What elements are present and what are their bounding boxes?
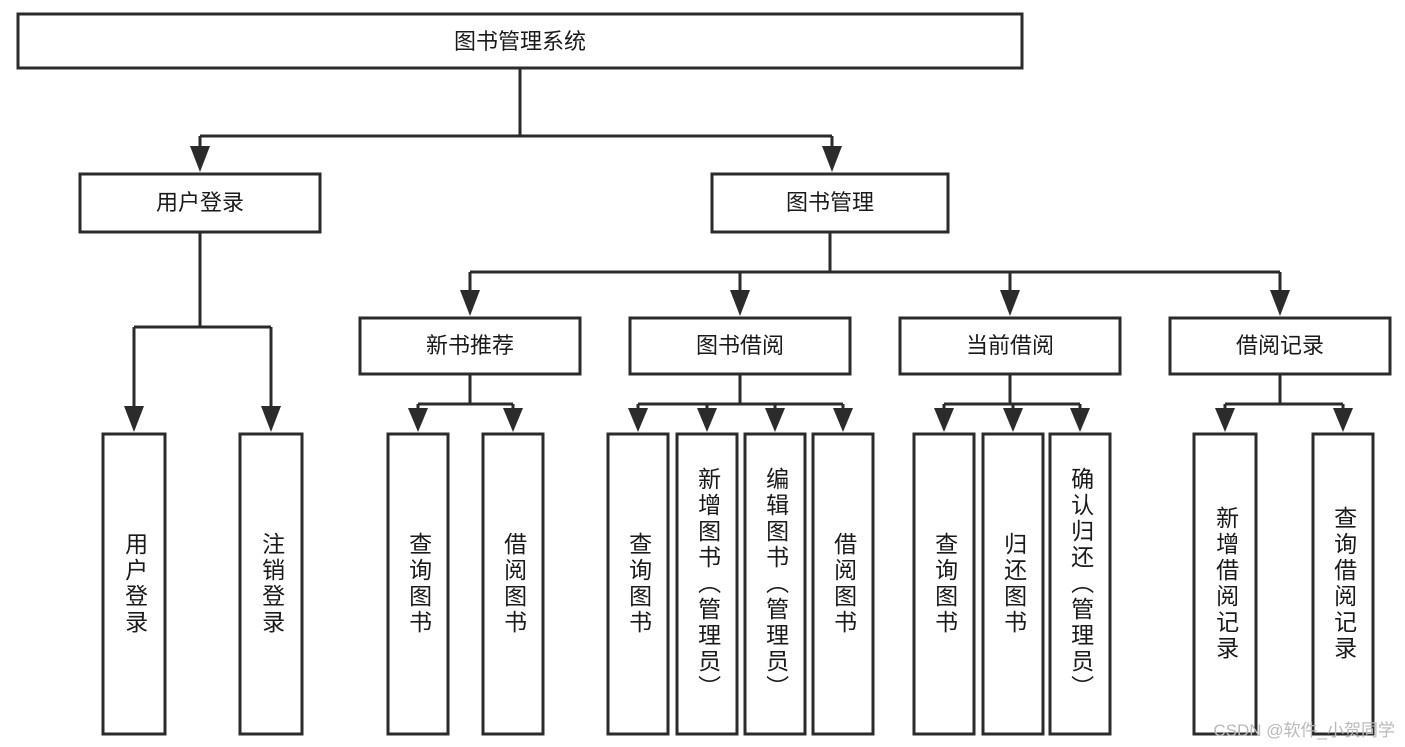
arrowhead-book-borrow [730, 290, 750, 316]
arrowhead-current-borrow [1000, 290, 1020, 316]
arrowhead-leaf-user-login [124, 406, 144, 432]
connector-group-new-book-recommend [408, 374, 523, 432]
arrowhead-leaf-query-record [1333, 408, 1353, 432]
current-borrow-rect[interactable] [898, 316, 1122, 376]
root-node-label: 图书管理系统 [454, 29, 586, 54]
leaf-rect-borrow-book-1[interactable] [481, 432, 545, 736]
connector-group-book-borrow [628, 374, 853, 432]
book-manage-rect[interactable] [710, 172, 950, 234]
book-borrow-label: 图书借阅 [696, 333, 784, 358]
leaf-rect-edit-book[interactable] [743, 432, 807, 736]
leaf-rect-group [101, 432, 1375, 736]
borrow-record-rect[interactable] [1168, 316, 1392, 376]
leaf-rect-query-book-3[interactable] [912, 432, 976, 736]
leaf-rect-logout[interactable] [238, 432, 304, 736]
leaf-rect-confirm-return[interactable] [1048, 432, 1112, 736]
connector-group-current-borrow [934, 374, 1090, 432]
arrowhead-leaf-return-book [1003, 408, 1023, 432]
user-login-label: 用户登录 [156, 190, 244, 215]
user-login-rect[interactable] [78, 172, 322, 234]
arrowhead-leaf-add-record [1215, 408, 1235, 432]
arrowhead-leaf-query-book-2 [628, 408, 648, 432]
connector-group-borrow-record [1215, 374, 1353, 432]
leaf-rect-query-book-1[interactable] [386, 432, 450, 736]
arrowhead-leaf-add-book [697, 408, 717, 432]
node-user-login[interactable]: 用户登录 [78, 172, 322, 234]
arrowhead-leaf-query-book-1 [408, 408, 428, 432]
arrowhead-new-book-recommend [460, 290, 480, 316]
node-new-book-recommend[interactable]: 新书推荐 [358, 316, 582, 376]
connector-group-book-manage [460, 232, 1290, 316]
arrowhead-leaf-borrow-book-2 [833, 408, 853, 432]
arrowhead-borrow-record [1270, 290, 1290, 316]
leaf-rect-user-login[interactable] [101, 432, 167, 736]
arrowhead-leaf-logout [261, 406, 281, 432]
arrowhead-leaf-borrow-book-1 [503, 408, 523, 432]
node-book-manage[interactable]: 图书管理 [710, 172, 950, 234]
book-borrow-rect[interactable] [628, 316, 852, 376]
leaf-rect-query-record[interactable] [1311, 432, 1375, 736]
leaf-rect-add-record[interactable] [1192, 432, 1258, 736]
node-book-borrow[interactable]: 图书借阅 [628, 316, 852, 376]
arrowhead-leaf-query-book-3 [934, 408, 954, 432]
arrowhead-book-manage [822, 146, 842, 172]
node-current-borrow[interactable]: 当前借阅 [898, 316, 1122, 376]
leaf-rect-add-book[interactable] [675, 432, 739, 736]
node-root-system[interactable]: 图书管理系统 [16, 12, 1024, 70]
borrow-record-label: 借阅记录 [1236, 333, 1324, 358]
arrowhead-leaf-confirm-return [1070, 408, 1090, 432]
root-node-rect[interactable] [16, 12, 1024, 70]
new-book-recommend-rect[interactable] [358, 316, 582, 376]
leaf-rect-query-book-2[interactable] [606, 432, 670, 736]
arrowhead-leaf-edit-book [765, 408, 785, 432]
watermark-text: CSDN @软件_小贺同学 [1213, 721, 1395, 740]
current-borrow-label: 当前借阅 [966, 333, 1054, 358]
leaf-rect-borrow-book-2[interactable] [811, 432, 875, 736]
leaf-rect-return-book[interactable] [981, 432, 1045, 736]
connector-group-user-login [124, 232, 281, 432]
arrowhead-user-login [190, 146, 210, 172]
connector-group-root [190, 68, 842, 172]
node-borrow-record[interactable]: 借阅记录 [1168, 316, 1392, 376]
new-book-recommend-label: 新书推荐 [426, 333, 514, 358]
book-manage-label: 图书管理 [786, 190, 874, 215]
